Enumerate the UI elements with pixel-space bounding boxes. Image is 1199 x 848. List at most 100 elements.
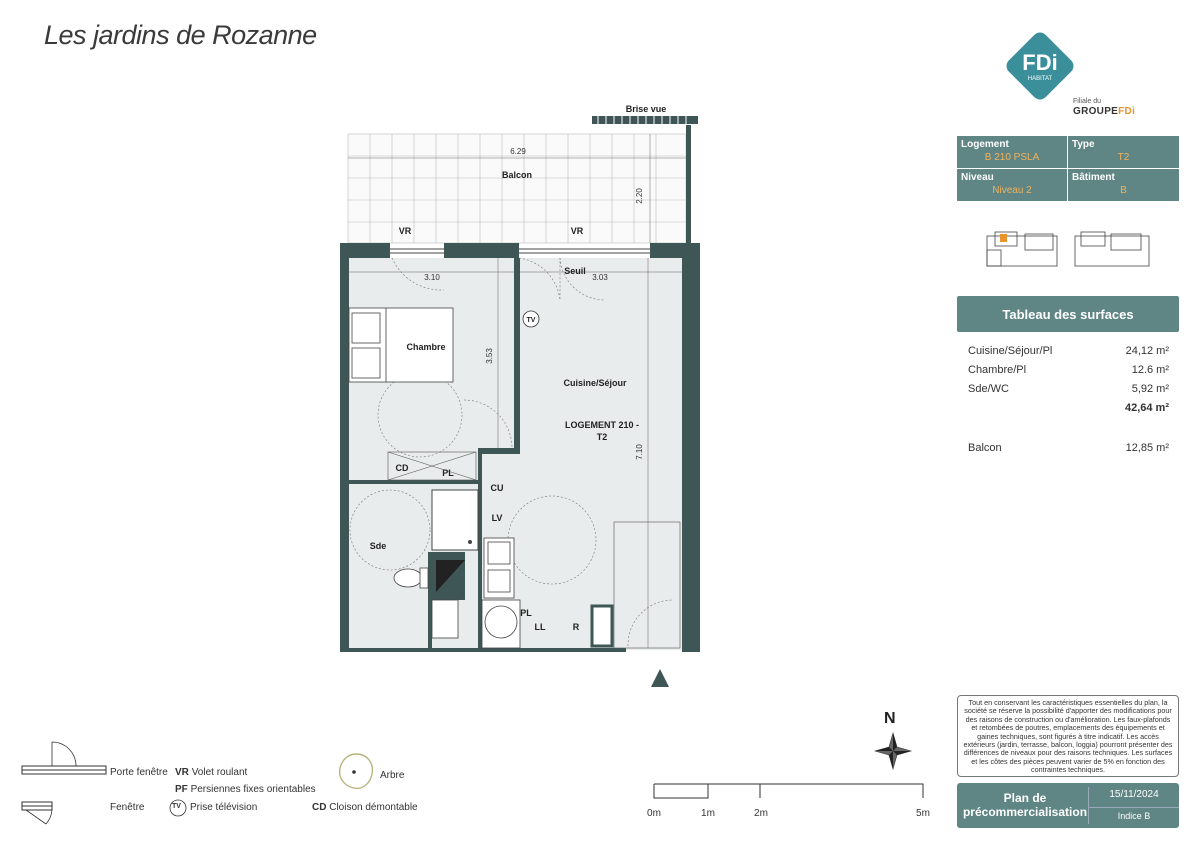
surface-name: Sde/WC — [968, 383, 1009, 395]
tv-outlet-icon — [522, 310, 540, 328]
brise-vue — [592, 116, 698, 124]
type-cell: Type T2 — [1068, 136, 1179, 168]
ll-label: LL — [535, 622, 546, 632]
windows — [390, 248, 650, 254]
logement-label: Logement — [961, 139, 1009, 150]
shower-drain-icon — [468, 540, 472, 544]
entrance-arrow-icon — [651, 669, 669, 687]
scale-1: 1m — [701, 808, 715, 819]
r-label: R — [573, 622, 580, 632]
wc-icon — [393, 567, 429, 589]
logo-affiliate: Filiale du — [1073, 98, 1102, 105]
washbasin-icon — [431, 599, 459, 639]
cd-label: CD — [396, 463, 409, 473]
legend-vr-text: Volet roulant — [191, 767, 248, 778]
cuisine-sejour-label: Cuisine/Séjour — [563, 378, 627, 388]
shower-tray — [431, 489, 479, 551]
cu-label: CU — [491, 483, 504, 493]
lv-label: LV — [492, 513, 503, 523]
washing-machine-drum-icon — [484, 605, 518, 639]
sde-label: Sde — [370, 541, 387, 551]
niveau-value: Niveau 2 — [992, 185, 1032, 196]
batiment-label: Bâtiment — [1072, 172, 1115, 183]
bed — [348, 307, 454, 383]
surface-total: 42,64 m² — [1124, 402, 1169, 414]
legend-tv-code: TV — [172, 803, 181, 810]
plan-title-line1: Plan de — [1003, 791, 1047, 805]
legend-porte-fenetre: Porte fenêtre — [110, 767, 168, 778]
vr-label-2: VR — [571, 226, 584, 236]
footer-divider — [1088, 787, 1089, 824]
dim-sejour-w: 3.03 — [592, 273, 608, 282]
footer-divider — [1089, 807, 1179, 808]
fdi-logo: FDi HABITAT — [1006, 32, 1074, 100]
scale-bar: 0m 1m 2m 5m — [647, 783, 930, 819]
legend-vr: VR Volet roulant — [175, 767, 247, 778]
scale-5: 5m — [916, 808, 930, 819]
balcon-name: Balcon — [968, 442, 1002, 454]
dim-chambre-w: 3.10 — [424, 273, 440, 282]
chambre-label: Chambre — [406, 342, 445, 352]
batiment-cell: Bâtiment B — [1068, 169, 1179, 201]
surface-balcon-row: Balcon 12,85 m² — [968, 442, 1169, 458]
surface-value: 5,92 m² — [1131, 383, 1169, 395]
logo-group-accent: FDi — [1118, 106, 1136, 117]
vr-label-1: VR — [399, 226, 412, 236]
surface-name: Chambre/Pl — [968, 364, 1027, 376]
surface-total-row: 42,64 m² — [968, 402, 1169, 418]
type-value: T2 — [1117, 152, 1130, 163]
kitchen-sink-icon — [483, 537, 515, 599]
dim-sejour-h: 7.10 — [635, 444, 644, 460]
legend-cd-text: Cloison démontable — [329, 802, 418, 813]
closets — [387, 451, 681, 649]
tv-legend-icon — [169, 799, 187, 817]
seuil-label: Seuil — [564, 266, 586, 276]
logement-value: B 210 PSLA — [984, 152, 1040, 163]
technical-shaft — [436, 560, 465, 592]
niveau-cell: Niveau Niveau 2 — [957, 169, 1067, 201]
balcony-grid — [347, 133, 687, 244]
surfaces-header: Tableau des surfaces — [957, 296, 1179, 332]
legend-cd: CD Cloison démontable — [312, 802, 418, 813]
niveau-label: Niveau — [961, 172, 994, 183]
legend-cd-code: CD — [312, 802, 327, 813]
surface-name: Cuisine/Séjour/Pl — [968, 345, 1053, 357]
surface-value: 24,12 m² — [1125, 345, 1169, 357]
legend-arbre: Arbre — [380, 770, 405, 781]
pl-label-1: PL — [442, 468, 454, 478]
legend-pf-text: Persiennes fixes orientables — [190, 784, 316, 795]
logo-brand: FDi — [1022, 50, 1057, 75]
compass-north: N — [884, 710, 896, 727]
legend-pf: PF Persiennes fixes orientables — [175, 784, 316, 795]
logo-group-text: GROUPE — [1073, 106, 1119, 117]
plan-date: 15/11/2024 — [1109, 789, 1159, 800]
plan-title: Plan de précommercialisation — [961, 791, 1089, 819]
legend-tv-text: Prise télévision — [190, 802, 258, 813]
apartment-highlight — [1000, 234, 1007, 242]
building-location-thumbnail — [986, 231, 1150, 267]
logement-cell: Logement B 210 PSLA — [957, 136, 1067, 168]
logement-label-line1: LOGEMENT 210 - — [565, 420, 639, 430]
legend-fenetre: Fenêtre — [110, 802, 145, 813]
balcon-label: Balcon — [502, 170, 532, 180]
porte-fenetre-swing-icon — [51, 741, 77, 767]
legend-symbols — [21, 741, 107, 825]
type-label: Type — [1072, 139, 1095, 150]
plan-title-line2: précommercialisation — [962, 805, 1088, 819]
project-title: Les jardins de Rozanne — [44, 20, 317, 50]
electrical-panel — [590, 604, 614, 648]
floor-plan: Brise vue 6.29 2.20 Balcon VR VR — [340, 104, 700, 652]
scale-2: 2m — [754, 808, 768, 819]
disclaimer: Tout en conservant les caractéristiques … — [957, 695, 1179, 777]
plan-indice: Indice B — [1117, 811, 1151, 821]
balcony-side-wall — [686, 125, 691, 245]
brise-vue-label: Brise vue — [626, 104, 667, 114]
scale-0: 0m — [647, 808, 661, 819]
logo-group: GROUPEFDi — [1073, 106, 1135, 117]
logement-label-line2: T2 — [597, 432, 608, 442]
surface-row: Cuisine/Séjour/Pl 24,12 m² — [968, 345, 1169, 361]
tree-icon — [338, 753, 374, 790]
logo-brand-sub: HABITAT — [1028, 76, 1053, 82]
legend-vr-code: VR — [175, 767, 189, 778]
tv-label: TV — [527, 317, 536, 324]
